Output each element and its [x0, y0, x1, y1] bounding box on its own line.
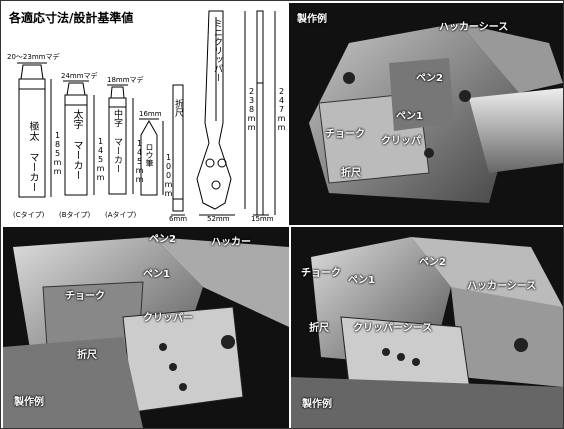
- dim-247: 247mm: [277, 87, 286, 132]
- photo-tr-pen2: ペン2: [416, 73, 443, 84]
- ruler-label: 折尺: [173, 99, 183, 117]
- photo-bl-pen2: ペン2: [149, 234, 176, 245]
- photo-bottom-right-image: [291, 237, 563, 428]
- marker-c-width-label: 20〜23mmマデ: [7, 53, 60, 61]
- photo-bottom-left: ペン2 ハッカー ペン1 チョーク クリッパー 折尺 製作例: [3, 227, 289, 428]
- photo-br-sheath: ハッカーシース: [467, 281, 537, 292]
- photo-tr-ruler: 折尺: [341, 168, 361, 179]
- crayon-name: ロウ筆: [145, 143, 154, 167]
- photo-bl-clipper: クリッパー: [143, 313, 193, 324]
- photo-br-pen1: ペン1: [348, 275, 375, 286]
- crayon-width-label: 16mm: [139, 110, 162, 118]
- photo-top-right: 製作例 ハッカーシース ペン2 ペン1 チョーク クリッパ 折尺: [289, 3, 563, 225]
- photo-tr-pen1: ペン1: [396, 111, 423, 122]
- photo-br-chalk: チョーク: [301, 268, 341, 279]
- photo-bl-caption: 製作例: [14, 397, 44, 408]
- photo-bl-pen1: ペン1: [143, 269, 170, 280]
- clipper-label: ミニクリッパー: [212, 19, 222, 82]
- marker-b-width-label: 24mmマデ: [61, 72, 98, 80]
- photo-bottom-left-image: [3, 237, 289, 428]
- photo-tr-chalk: チョーク: [325, 129, 365, 140]
- dimension-diagram: 各適応寸法/設計基準値 20〜23mmマデ 24mmマデ 18mmマデ 16mm…: [3, 3, 287, 225]
- dim-100: 100mm: [164, 153, 173, 198]
- marker-a-name: 中字 マーカー: [112, 109, 122, 173]
- photo-top-right-image: [309, 23, 563, 203]
- diagram-title: 各適応寸法/設計基準値: [9, 11, 134, 25]
- marker-c-name: 極太 マーカー: [27, 121, 38, 192]
- dim-238: 238mm: [247, 87, 256, 132]
- type-a-label: (Aタイプ): [105, 211, 137, 219]
- dim-6: 6mm: [169, 215, 188, 223]
- marker-b-name: 太字 マーカー: [71, 109, 82, 180]
- photo-br-ruler: 折尺: [309, 323, 329, 334]
- type-c-label: (Cタイプ): [13, 211, 45, 219]
- photo-bl-ruler: 折尺: [77, 350, 97, 361]
- photo-br-clipper-sheath: クリッパーシース: [353, 323, 433, 334]
- photo-bl-chalk: チョーク: [65, 291, 105, 302]
- photo-tr-caption: 製作例: [297, 14, 327, 25]
- photo-bottom-right: チョーク ペン1 ペン2 ハッカーシース 折尺 クリッパーシース 製作例: [291, 227, 563, 428]
- photo-tr-sheath: ハッカーシース: [439, 22, 509, 33]
- dim-145-a: 145mm: [135, 139, 144, 184]
- dim-145-b: 145mm: [96, 137, 105, 182]
- dim-15: 15mm: [251, 215, 274, 223]
- photo-tr-clipper: クリッパ: [381, 136, 421, 147]
- photo-br-pen2: ペン2: [419, 257, 446, 268]
- photo-bl-hacker: ハッカー: [211, 237, 251, 248]
- marker-a-width-label: 18mmマデ: [107, 76, 144, 84]
- photo-br-caption: 製作例: [302, 399, 332, 410]
- type-b-label: (Bタイプ): [59, 211, 91, 219]
- dim-52: 52mm: [207, 215, 230, 223]
- dimension-drawing: [17, 10, 276, 216]
- dim-185: 185mm: [53, 131, 62, 176]
